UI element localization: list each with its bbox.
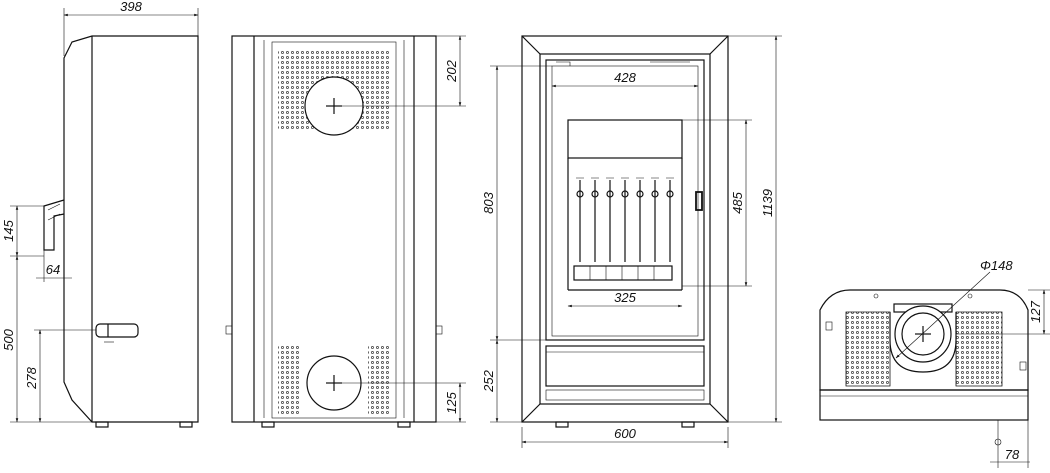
dim-label-485: 485 [730,191,745,213]
back-outer [231,35,437,423]
dim-label-202: 202 [444,59,459,82]
top-perforation-right [955,311,1003,387]
top-foot-marker [994,438,1002,446]
front-firebox-sides [567,158,683,291]
front-door-glass [551,65,699,337]
top-screw [873,293,879,299]
dim-label-325: 325 [614,290,636,305]
top-tab [1019,361,1027,371]
dim-label-803: 803 [481,191,496,213]
back-tab [435,325,443,335]
top-tab [825,321,833,331]
front-foot [555,421,569,428]
dim-label-145: 145 [1,219,16,241]
front-door-frame [545,59,705,341]
dim-label-428: 428 [614,70,636,85]
dim-label-78: 78 [1005,447,1020,462]
back-foot [397,421,411,428]
dim-label-500: 500 [1,328,16,350]
dim-label-600: 600 [614,426,636,441]
dim-label-1139: 1139 [760,189,775,217]
front-view: 428 803 252 485 1139 325 600 [481,35,782,448]
side-spigot-detail [47,203,61,221]
side-handle [95,323,139,338]
front-bevel [521,35,729,423]
dim-label-252: 252 [481,369,496,392]
dim-label-127: 127 [1028,300,1043,322]
top-base [819,389,1029,421]
side-foot [179,421,193,428]
dim-label-125: 125 [444,391,459,413]
dim-leader-diameter [895,271,991,359]
top-outline [819,289,1029,391]
front-top-detail [556,61,690,66]
back-perforation-right [368,346,390,414]
side-view: 398 145 64 500 278 [1,0,199,428]
back-perforation-left [278,346,300,414]
top-perforation-left [845,311,891,387]
front-ash-grate [573,265,673,281]
side-foot [95,421,109,428]
dim-label-278: 278 [24,366,39,389]
front-outer [521,35,729,423]
dim-label-side-width: 398 [120,0,142,14]
front-foot [681,421,695,428]
dim-label-diameter: Φ148 [980,258,1013,273]
back-inner-panel [271,41,397,419]
back-tab [225,325,233,335]
side-body [63,35,199,423]
back-foot [261,421,275,428]
dim-label-64: 64 [46,262,60,277]
front-bevel-inner [539,53,711,405]
side-flue-spigot [43,199,65,251]
front-plinth [545,389,705,401]
front-firebox-back [567,119,683,159]
back-view: 202 125 [225,35,466,428]
top-collar [889,312,957,373]
front-ash-door [545,345,705,387]
front-grate-bars [576,177,674,262]
top-screw [967,293,973,299]
front-ash-grate-bars [589,266,655,280]
top-view: Φ148 127 78 [819,258,1050,468]
front-door-handle [695,191,703,211]
top-flue-inner [901,312,945,356]
